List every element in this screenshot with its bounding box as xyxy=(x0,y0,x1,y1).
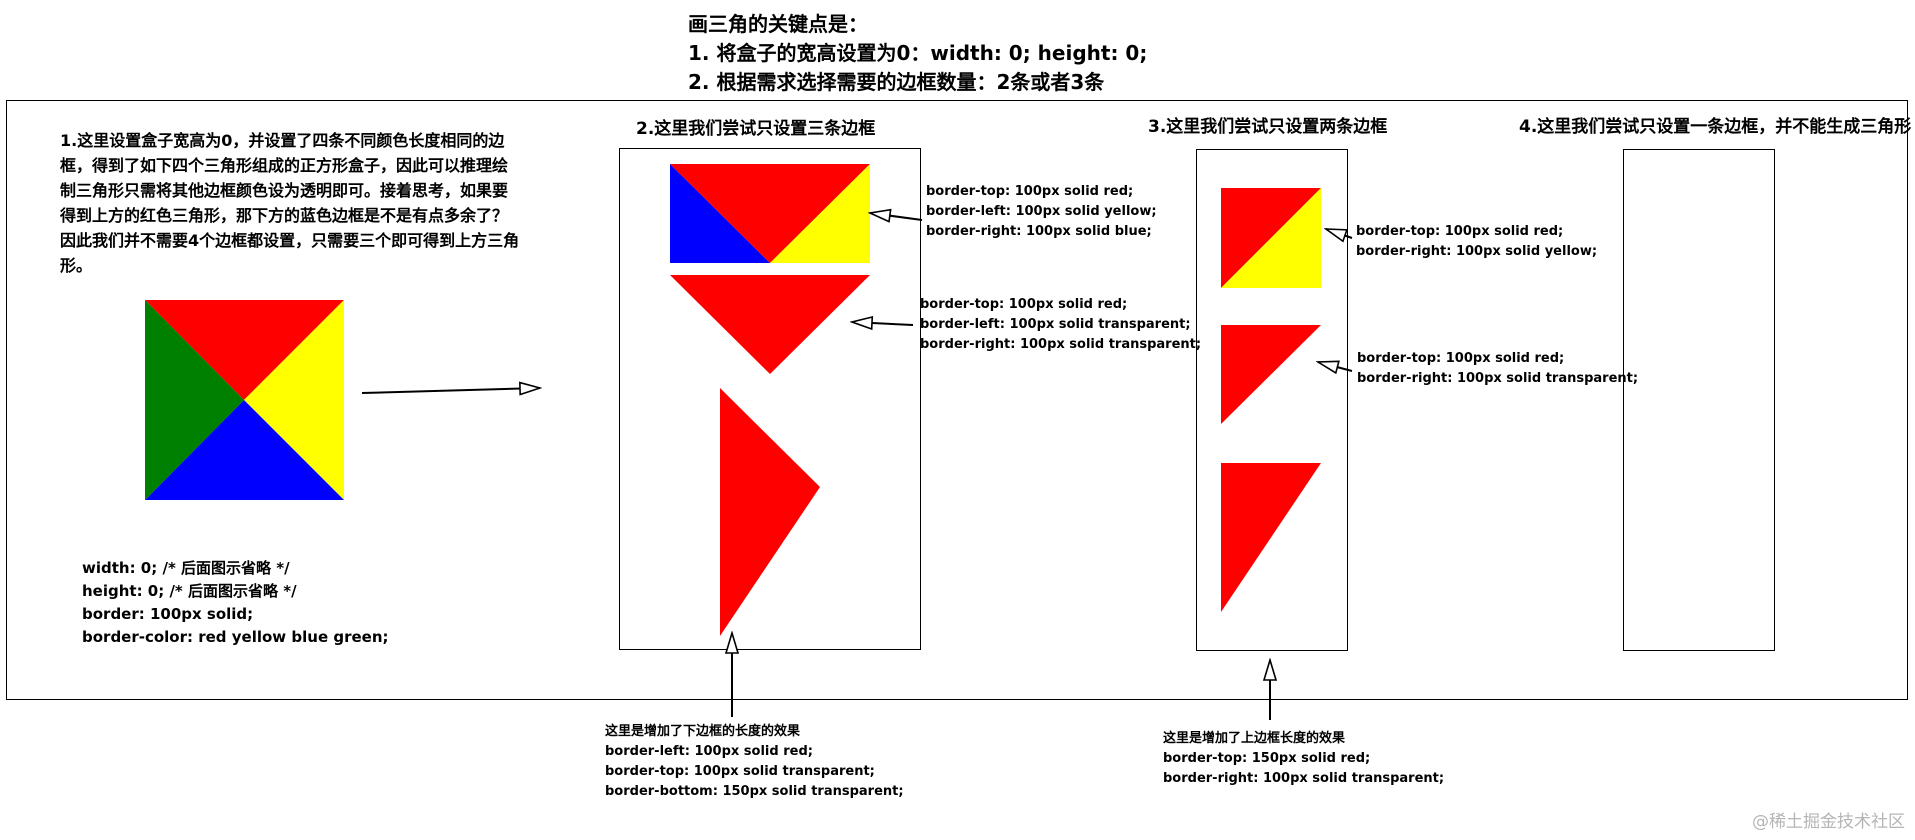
ann-line: border-right: 100px solid transparent; xyxy=(920,337,1202,352)
top-left-triangle-red xyxy=(1221,325,1321,424)
down-triangle-red xyxy=(670,275,870,374)
ann-line: border-left: 100px solid transparent; xyxy=(920,317,1191,332)
section1-paragraph: 1.这里设置盒子宽高为0，并设置了四条不同颜色长度相同的边框，得到了如下四个三角… xyxy=(60,131,520,275)
section3-annotation-1: border-top: 100px solid red; border-righ… xyxy=(1356,222,1597,262)
arrow-to-top-left-triangle xyxy=(1318,362,1353,371)
code-line-4: border-color: red yellow blue green; xyxy=(82,628,389,646)
title-line-2: 1. 将盒子的宽高设置为0：width: 0; height: 0; xyxy=(688,41,1148,65)
triangle-right-yellow xyxy=(770,164,870,263)
arrow-to-two-border xyxy=(1326,228,1353,238)
note-line: 这里是增加了上边框长度的效果 xyxy=(1163,731,1346,746)
title-line-3: 2. 根据需求选择需要的边框数量：2条或者3条 xyxy=(688,70,1105,94)
right-pointing-triangle-red xyxy=(720,388,820,636)
note-line: border-right: 100px solid transparent; xyxy=(1163,771,1445,786)
triangle-right-yellow xyxy=(1221,188,1321,288)
key-points-title: 画三角的关键点是： 1. 将盒子的宽高设置为0：width: 0; height… xyxy=(688,10,1147,97)
ann-line: border-right: 100px solid blue; xyxy=(926,224,1152,239)
triangle-top-red xyxy=(145,300,344,400)
triangle-bottom-blue xyxy=(145,400,344,500)
triangle-right-yellow xyxy=(244,300,344,500)
ann-line: border-top: 100px solid red; xyxy=(1356,224,1564,239)
three-border-box xyxy=(670,164,870,263)
two-border-box xyxy=(1221,188,1321,288)
tall-triangle-red xyxy=(1221,463,1321,612)
ann-line: border-top: 100px solid red; xyxy=(1357,351,1565,366)
section3-annotation-2: border-top: 100px solid red; border-righ… xyxy=(1357,349,1638,389)
section1-arrow xyxy=(361,388,540,393)
note-line: border-top: 150px solid red; xyxy=(1163,751,1371,766)
section3-box xyxy=(1196,149,1348,651)
triangle-left-green xyxy=(145,300,244,500)
section4-box xyxy=(1623,149,1775,651)
code-line-1: width: 0; /* 后面图示省略 */ xyxy=(82,559,290,577)
four-triangle-square xyxy=(145,300,344,500)
note-line: border-left: 100px solid red; xyxy=(605,744,813,759)
section2-annotation-1: border-top: 100px solid red; border-left… xyxy=(926,182,1157,242)
section3-heading: 3.这里我们尝试只设置两条边框 xyxy=(1148,117,1388,137)
ann-line: border-top: 100px solid red; xyxy=(920,297,1128,312)
title-line-1: 画三角的关键点是： xyxy=(688,12,868,36)
code-line-2: height: 0; /* 后面图示省略 */ xyxy=(82,582,297,600)
main-frame xyxy=(6,100,1908,700)
watermark: @稀土掘金技术社区 xyxy=(1752,812,1905,832)
section2-bottom-note: 这里是增加了下边框的长度的效果 border-left: 100px solid… xyxy=(605,722,904,802)
ann-line: border-top: 100px solid red; xyxy=(926,184,1134,199)
note-line: border-top: 100px solid transparent; xyxy=(605,764,875,779)
section1-code: width: 0; /* 后面图示省略 */ height: 0; /* 后面图… xyxy=(82,557,389,649)
section3-bottom-note: 这里是增加了上边框长度的效果 border-top: 150px solid r… xyxy=(1163,729,1444,789)
section2-annotation-2: border-top: 100px solid red; border-left… xyxy=(920,295,1201,355)
ann-line: border-right: 100px solid yellow; xyxy=(1356,244,1598,259)
section2-box xyxy=(619,148,921,650)
section2-heading: 2.这里我们尝试只设置三条边框 xyxy=(636,119,876,139)
arrow-to-three-border xyxy=(870,213,923,220)
triangle-top-red xyxy=(670,164,870,263)
arrow-to-down-triangle xyxy=(852,322,914,325)
code-line-3: border: 100px solid; xyxy=(82,605,254,623)
note-line: border-bottom: 150px solid transparent; xyxy=(605,784,904,799)
note-line: 这里是增加了下边框的长度的效果 xyxy=(605,724,801,739)
ann-line: border-left: 100px solid yellow; xyxy=(926,204,1157,219)
section4-heading: 4.这里我们尝试只设置一条边框，并不能生成三角形 xyxy=(1519,117,1912,137)
ann-line: border-right: 100px solid transparent; xyxy=(1357,371,1639,386)
